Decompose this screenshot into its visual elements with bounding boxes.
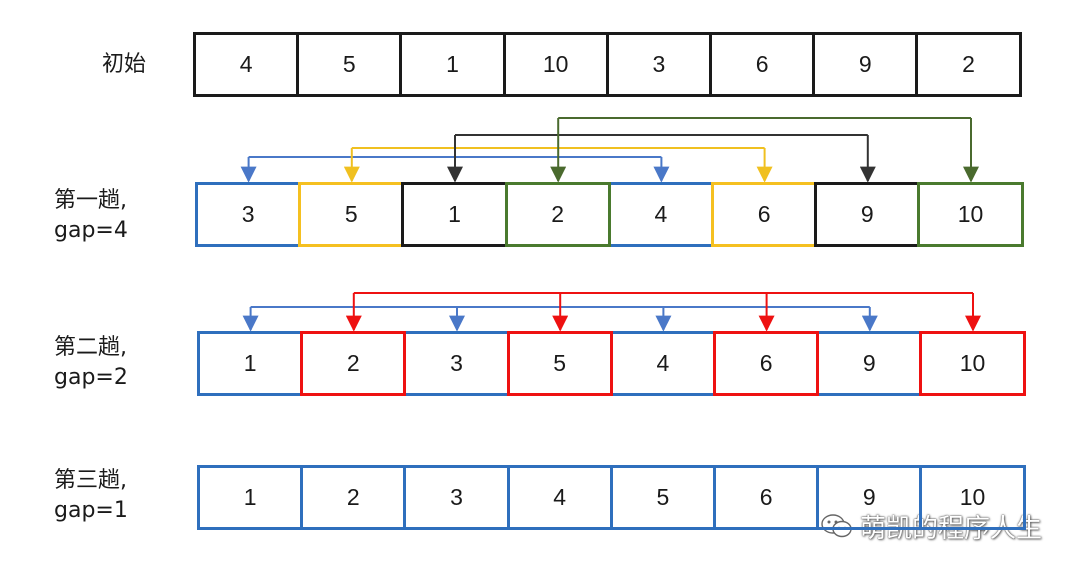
row-label: 初始 (102, 50, 146, 80)
array-cell: 5 (296, 32, 403, 97)
array-cell: 6 (709, 32, 816, 97)
array-cell: 9 (816, 465, 923, 530)
array-cell: 3 (195, 182, 302, 247)
array-cell: 2 (300, 465, 407, 530)
row-label-line: gap=4 (54, 218, 128, 243)
array-cell: 6 (713, 465, 820, 530)
row-label-line: 第三趟, (54, 468, 127, 493)
array-cell: 10 (502, 32, 609, 97)
row-label-line: 初始 (102, 52, 147, 77)
array-cell: 3 (403, 465, 510, 530)
array-cell: 5 (609, 465, 716, 530)
array-cell: 10 (919, 331, 1026, 396)
row-label-line: 第二趟, (54, 335, 127, 360)
row-label: 第三趟, gap=1 (54, 466, 128, 526)
row-label-line: gap=2 (54, 365, 128, 390)
array-cell: 1 (197, 465, 304, 530)
array-cell: 4 (607, 182, 714, 247)
array-cell: 10 (917, 182, 1024, 247)
array-cell: 6 (711, 182, 818, 247)
array-cell: 10 (919, 465, 1026, 530)
row-label-line: gap=1 (54, 498, 128, 523)
array-cell: 3 (403, 331, 510, 396)
row-label-line: 第一趟, (54, 188, 127, 213)
array-cell: 4 (193, 32, 300, 97)
array-cell: 2 (300, 331, 407, 396)
array-cell: 4 (609, 331, 716, 396)
array-cell: 5 (298, 182, 405, 247)
array-cell: 9 (816, 331, 923, 396)
array-cell: 1 (399, 32, 506, 97)
array-cell: 9 (814, 182, 921, 247)
array-cell: 9 (812, 32, 919, 97)
array-cell: 2 (504, 182, 611, 247)
array-cell: 6 (713, 331, 820, 396)
gap-connectors (240, 117, 981, 332)
row-label: 第一趟, gap=4 (54, 186, 128, 246)
array-cell: 5 (506, 331, 613, 396)
row-label: 第二趟, gap=2 (54, 333, 128, 393)
array-cell: 2 (915, 32, 1022, 97)
array-cell: 1 (401, 182, 508, 247)
array-cell: 1 (197, 331, 304, 396)
array-cell: 3 (605, 32, 712, 97)
array-cell: 4 (506, 465, 613, 530)
